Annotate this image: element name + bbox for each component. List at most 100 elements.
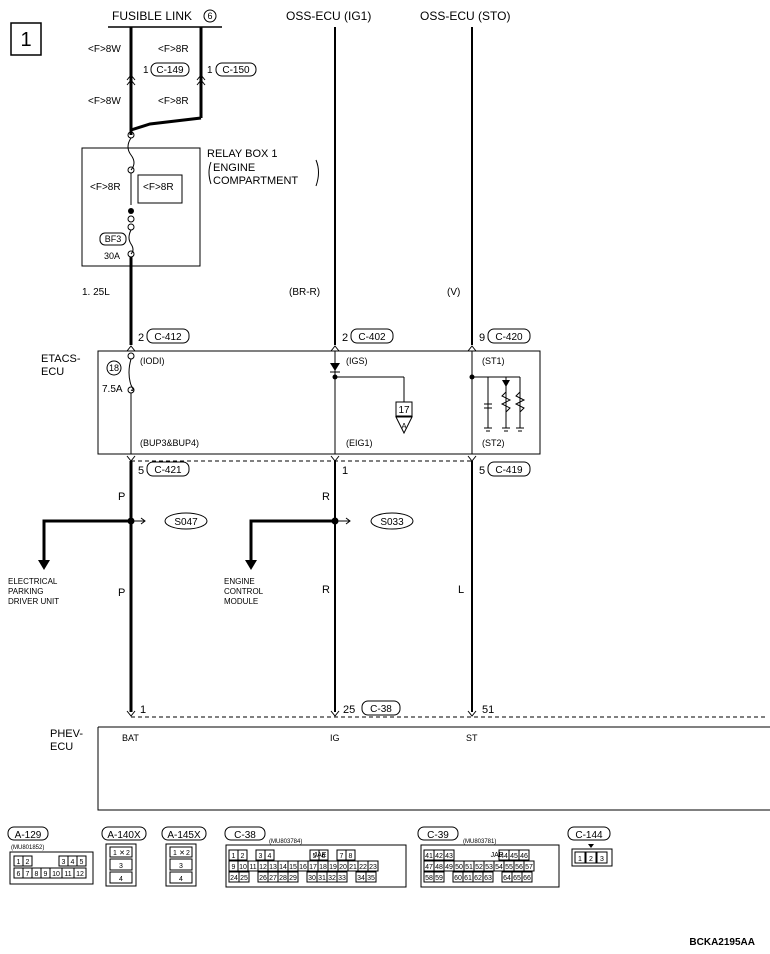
conn-c149-badge	[150, 62, 190, 77]
svg-text:12: 12	[259, 864, 267, 871]
svg-text:4: 4	[179, 876, 183, 883]
svg-text:51: 51	[465, 864, 473, 871]
conn-c421: C-421	[154, 465, 182, 476]
relay-paren-left	[208, 161, 212, 185]
svg-text:11: 11	[64, 871, 71, 878]
svg-text:22: 22	[359, 864, 367, 871]
conn-c421-badge	[146, 461, 190, 477]
splice-s047-badge	[164, 512, 208, 530]
phev-ecu-box	[97, 726, 770, 811]
svg-text:3: 3	[62, 859, 66, 866]
fusible-number: 6	[207, 11, 212, 21]
cv-a129-badge	[7, 826, 49, 841]
branch-mid-label-2: CONTROL	[224, 587, 264, 596]
phev-pin-st: 51	[482, 704, 494, 716]
ground-17: 17	[398, 405, 410, 416]
wire-size-right: (V)	[447, 287, 460, 298]
svg-text:31: 31	[318, 875, 326, 882]
splice-s047-arrow	[134, 517, 146, 525]
svg-text:32: 32	[328, 875, 336, 882]
svg-text:24: 24	[230, 875, 238, 882]
svg-text:13: 13	[269, 864, 277, 871]
conn-c402-badge	[350, 328, 394, 344]
cv-c144-body	[571, 848, 613, 867]
conn-c419-badge	[487, 461, 531, 477]
conn-c149: C-149	[156, 65, 184, 76]
cv-c38: C-38	[234, 830, 256, 841]
fuse-bf3-rating: 30A	[104, 251, 120, 261]
svg-text:58: 58	[425, 875, 433, 882]
svg-text:1: 1	[113, 850, 117, 857]
cv-a140: A-140X	[107, 830, 141, 841]
term-iodi: (IODI)	[140, 356, 165, 366]
wire-color-l: L	[458, 584, 464, 596]
etacs-in-mid-mark	[330, 345, 340, 352]
fuse-bf3: BF3	[105, 234, 122, 244]
svg-text:1: 1	[17, 859, 21, 866]
branch-left-label-2: PARKING	[8, 587, 43, 596]
term-bup: (BUP3&BUP4)	[140, 438, 199, 448]
conn-c412-badge	[146, 328, 190, 344]
etacs-out-left-mark	[126, 455, 136, 462]
st-ground-1	[484, 427, 492, 432]
wire-size-left: 1. 25L	[82, 287, 110, 298]
etacs-fuse-rating: 7.5A	[102, 384, 123, 395]
svg-text:11: 11	[249, 864, 256, 871]
source-oss-ig1: OSS-ECU (IG1)	[286, 9, 371, 23]
svg-text:54: 54	[495, 864, 503, 871]
svg-text:✕: ✕	[179, 850, 185, 857]
etacs-fuse-term-top	[127, 352, 135, 360]
svg-text:10: 10	[52, 871, 60, 878]
svg-text:2: 2	[186, 850, 190, 857]
conn-c150: C-150	[222, 65, 250, 76]
svg-text:1: 1	[578, 856, 582, 863]
page-number: 1	[20, 29, 31, 51]
svg-text:17: 17	[309, 864, 317, 871]
etacs-top-pin-mid: 2	[342, 332, 348, 344]
svg-text:3: 3	[259, 853, 263, 860]
svg-text:29: 29	[289, 875, 297, 882]
svg-text:66: 66	[523, 875, 531, 882]
svg-text:33: 33	[338, 875, 346, 882]
svg-text:44: 44	[500, 853, 508, 860]
st-resistor-1	[500, 391, 512, 413]
svg-text:52: 52	[475, 864, 483, 871]
cv-a145-body	[165, 843, 197, 887]
svg-text:19: 19	[329, 864, 337, 871]
conn-c150-badge	[215, 62, 257, 77]
etacs-bot-pin-left: 5	[138, 465, 144, 477]
cv-c38-badge	[224, 826, 266, 841]
svg-text:16: 16	[299, 864, 307, 871]
svg-text:14: 14	[279, 864, 287, 871]
cv-a140-cells: 1✕2 3 4	[109, 846, 133, 884]
phev-term-st: ST	[466, 733, 478, 743]
conn-c38-badge	[361, 700, 401, 716]
svg-text:8: 8	[349, 853, 353, 860]
svg-text:26: 26	[259, 875, 267, 882]
ground-triangle	[395, 416, 413, 435]
svg-text:60: 60	[454, 875, 462, 882]
st-diode	[502, 380, 510, 387]
code-8w-bottom: <F>8W	[88, 96, 121, 107]
relay-code-left: <F>8R	[90, 182, 121, 193]
wire-size-mid: (BR-R)	[289, 287, 320, 298]
svg-text:10: 10	[239, 864, 247, 871]
relay-box-sub1: ENGINE	[213, 162, 255, 174]
svg-text:63: 63	[484, 875, 492, 882]
cv-a145-cells: 1✕2 3 4	[169, 846, 193, 884]
branch-mid-arrow	[245, 560, 257, 570]
cv-c39-badge	[417, 826, 459, 841]
cv-c39-jae: JAE	[491, 852, 504, 859]
code-8w-top: <F>8W	[88, 44, 121, 55]
phev-pin-bat: 1	[140, 704, 146, 716]
fusible-number-circle	[203, 9, 217, 23]
svg-text:3: 3	[600, 856, 604, 863]
etacs-bot-pin-mid: 1	[342, 465, 348, 477]
splice-s047: S047	[174, 517, 198, 528]
ground-letter: A	[401, 422, 407, 431]
relay-link-top	[127, 137, 135, 171]
phev-term-ig: IG	[330, 733, 340, 743]
wire-color-r2: R	[322, 584, 330, 596]
